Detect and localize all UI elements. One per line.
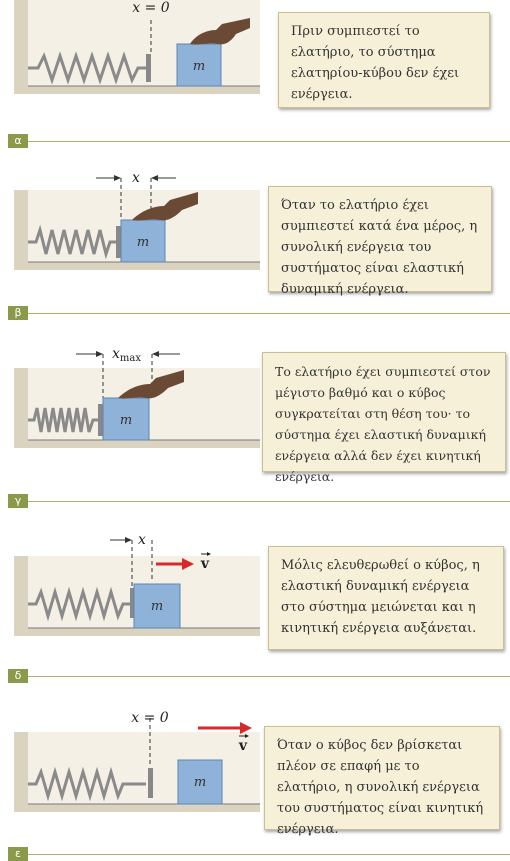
displacement-label: x xyxy=(138,532,146,548)
divider xyxy=(28,313,510,314)
callout-d: Μόλις ελευθερωθεί ο κύβος, η ελαστική δυ… xyxy=(268,546,504,650)
callout-a: Πριν συμπιεστεί το ελατήριο, το σύστημα … xyxy=(278,12,490,108)
divider xyxy=(28,141,510,142)
spring-icon xyxy=(28,51,146,85)
label-d: δ xyxy=(8,669,28,683)
label-c: γ xyxy=(8,494,28,508)
max-displacement-label: xmax xyxy=(112,346,141,364)
svg-text:m: m xyxy=(137,235,149,250)
panel-b: x m Όταν το ελατήριο έχει συμπιεστεί κατ… xyxy=(0,172,510,344)
callout-text: Μόλις ελευθερωθεί ο κύβος, η ελαστική δυ… xyxy=(281,558,480,636)
position-label: x = 0 xyxy=(132,0,170,16)
hand-icon xyxy=(132,192,198,221)
svg-text:m: m xyxy=(194,775,206,790)
spring-block-scene: x m v xyxy=(14,532,260,636)
callout-c: Το ελατήριο έχει συμπιεστεί στον μέγιστο… xyxy=(262,352,506,484)
spring-icon xyxy=(28,766,146,802)
divider xyxy=(28,854,510,855)
panel-c: xmax m Το ελατήριο έχει συμπιεστεί στον … xyxy=(0,344,510,516)
spring-icon xyxy=(28,407,98,433)
panel-e: x = 0 m v Όταν ο κύβος δεν βρίσκεται πλέ… xyxy=(0,688,510,861)
label-e: ε xyxy=(8,847,28,861)
spring-block-scene: xmax m xyxy=(14,346,260,448)
hand-icon xyxy=(118,370,184,399)
panel-d: x m v Μόλις ελευθερωθεί ο κύβος, η ελαστ… xyxy=(0,516,510,688)
panel-a: x = 0 m Πριν συμπιεστεί το ελατήριο, το … xyxy=(0,0,510,172)
block xyxy=(177,759,223,805)
block xyxy=(176,43,222,87)
label-a: α xyxy=(8,134,28,148)
block xyxy=(102,397,150,441)
label-b: β xyxy=(8,306,28,320)
spring-block-scene: x = 0 m xyxy=(14,0,260,94)
callout-text: Όταν ο κύβος δεν βρίσκεται πλέον σε επαφ… xyxy=(277,738,484,837)
svg-text:m: m xyxy=(193,59,205,74)
hand-icon xyxy=(190,18,250,45)
callout-text: Το ελατήριο έχει συμπιεστεί στον μέγιστο… xyxy=(275,364,491,484)
callout-text: Όταν το ελατήριο έχει συμπιεστεί κατά έν… xyxy=(281,198,478,297)
displacement-label: x xyxy=(132,172,140,186)
svg-text:m: m xyxy=(120,413,132,428)
position-label: x = 0 xyxy=(131,710,169,726)
spring-icon xyxy=(28,224,116,260)
velocity-label: v xyxy=(238,738,248,754)
velocity-arrow-icon xyxy=(156,558,194,570)
spring-block-scene: x = 0 m v xyxy=(14,710,260,812)
divider xyxy=(28,676,510,677)
callout-b: Όταν το ελατήριο έχει συμπιεστεί κατά έν… xyxy=(268,186,492,297)
block xyxy=(120,219,166,263)
divider xyxy=(28,501,510,502)
velocity-label: v xyxy=(200,556,210,572)
svg-text:m: m xyxy=(151,599,163,614)
callout-e: Όταν ο κύβος δεν βρίσκεται πλέον σε επαφ… xyxy=(264,726,500,837)
spring-block-scene: x m xyxy=(14,172,260,270)
block xyxy=(133,583,181,629)
velocity-arrow-icon xyxy=(198,722,252,734)
callout-text: Πριν συμπιεστεί το ελατήριο, το σύστημα … xyxy=(291,24,460,102)
spring-icon xyxy=(28,586,130,622)
